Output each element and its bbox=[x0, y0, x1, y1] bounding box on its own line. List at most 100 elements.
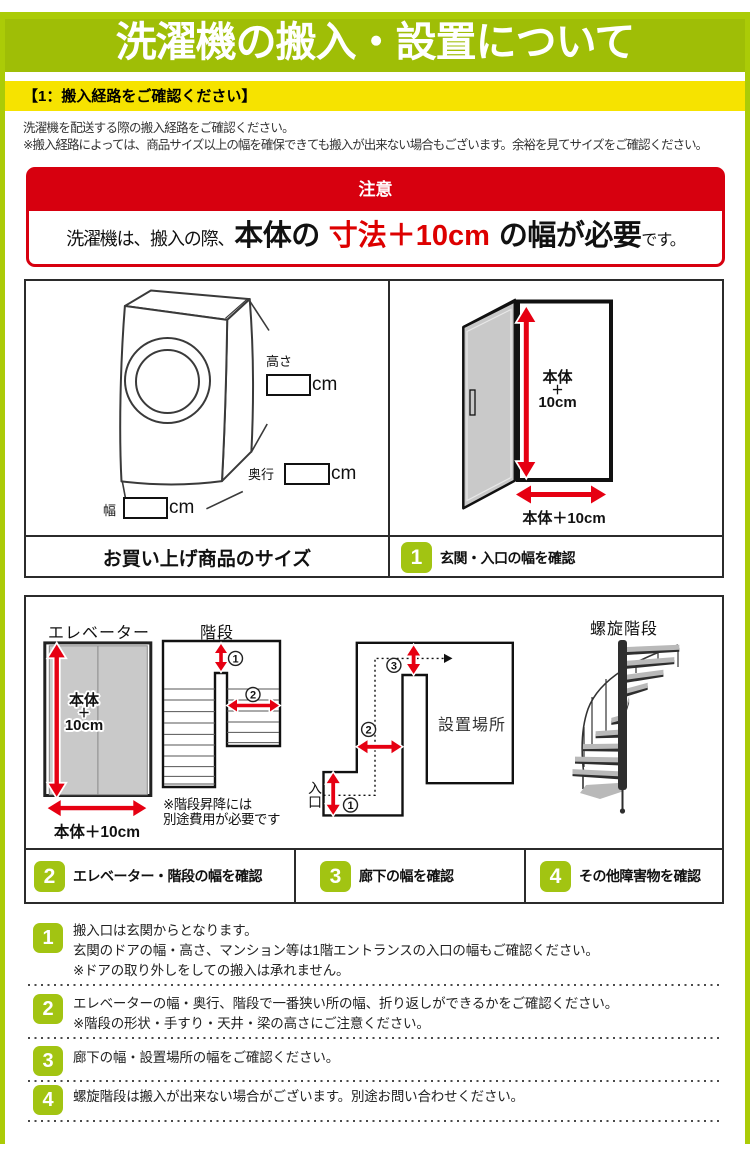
step-2-badge: 2 bbox=[34, 860, 65, 892]
table2-caption-divider bbox=[26, 848, 722, 850]
elevator-title: エレベーター bbox=[47, 625, 150, 642]
header-band-inner bbox=[5, 19, 745, 72]
stairs-note-line1: ※階段昇降には bbox=[163, 797, 252, 812]
notice-title: 注意 bbox=[358, 180, 393, 199]
table1-caption-divider bbox=[26, 535, 722, 537]
corridor-marker-1: 1 bbox=[342, 797, 359, 813]
entrance-width-arrow bbox=[512, 482, 610, 507]
stairs-marker-1-number: 1 bbox=[232, 653, 238, 665]
notice-highlight: 寸法＋10cm bbox=[328, 220, 490, 252]
width-unit: cm bbox=[169, 497, 195, 518]
notice-body: 洗濯機は、搬入の際、 本体の 寸法＋10cm の幅が必要 です。 bbox=[29, 212, 722, 264]
size-caption: お買い上げ商品のサイズ bbox=[102, 549, 312, 570]
note-4-text: 螺旋階段は搬入が出来ない場合がございます。別途お問い合わせください。 bbox=[73, 1087, 723, 1107]
note-2-badge: 2 bbox=[33, 994, 63, 1024]
note-4-line-1: 螺旋階段は搬入が出来ない場合がございます。別途お問い合わせください。 bbox=[73, 1088, 524, 1104]
notice-strong-1: 本体の bbox=[234, 220, 320, 252]
notes-separator-3 bbox=[28, 1080, 722, 1082]
note-1-line-3: ※ドアの取り外しをしての搬入は承れません。 bbox=[73, 962, 350, 978]
stairs-note: ※階段昇降には 別途費用が必要です bbox=[163, 797, 281, 827]
notes-separator-1 bbox=[28, 984, 722, 986]
spiral-stairs-drawing bbox=[572, 640, 680, 814]
corridor-entrance-line1: 入 bbox=[308, 780, 322, 796]
entrance-door-drawing bbox=[462, 298, 613, 510]
elevator-arrow-label-vertical: 本体 ＋ 10cm bbox=[44, 692, 124, 734]
corridor-caption-cell: 3 廊下の幅を確認 bbox=[296, 850, 524, 902]
note-3-badge: 3 bbox=[33, 1046, 63, 1076]
washing-machine-drawing bbox=[119, 289, 270, 510]
elevator-stairs-caption: エレベーター・階段の幅を確認 bbox=[73, 868, 263, 884]
intro-line-1: 洗濯機を配送する際の搬入経路をご確認ください。 bbox=[23, 121, 295, 135]
elevator-drawing bbox=[43, 641, 153, 820]
obstacles-caption-cell: 4 その他障害物を確認 bbox=[526, 850, 722, 902]
stairs-marker-2-number: 2 bbox=[250, 690, 256, 702]
corridor-caption: 廊下の幅を確認 bbox=[359, 868, 454, 884]
corridor-marker-2-number: 2 bbox=[366, 724, 372, 736]
right-edge-strip bbox=[745, 12, 750, 1144]
entrance-arrow-label-line2: ＋ bbox=[551, 382, 564, 397]
notice-prefix: 洗濯機は、搬入の際、 bbox=[66, 229, 235, 249]
elevator-arrow-label-line3: 10cm bbox=[64, 716, 104, 734]
stairs-title: 階段 bbox=[199, 625, 234, 642]
notes-separator-4 bbox=[28, 1120, 722, 1122]
table1-vertical-divider bbox=[388, 281, 390, 576]
notice-box: 注意 洗濯機は、搬入の際、 本体の 寸法＋10cm の幅が必要 です。 bbox=[26, 167, 725, 267]
route-path-arrowhead bbox=[444, 653, 453, 663]
size-caption-cell: お買い上げ商品のサイズ bbox=[26, 537, 388, 578]
corridor-entrance-line2: 口 bbox=[308, 794, 322, 810]
notice-strong-2: の幅が必要 bbox=[498, 220, 642, 252]
note-2-line-1: エレベーターの幅・奥行、階段で一番狭い所の幅、折り返しができるかをご確認ください… bbox=[73, 995, 619, 1011]
step-4-badge: 4 bbox=[540, 860, 571, 892]
step-3-badge: 3 bbox=[320, 860, 351, 892]
depth-value-box bbox=[284, 463, 330, 485]
note-1-line-2: 玄関のドアの幅・高さ、マンション等は1階エントランスの入口の幅もご確認ください。 bbox=[73, 942, 599, 958]
notes-separator-2 bbox=[28, 1037, 722, 1039]
note-2-line-2: ※階段の形状・手すり・天井・梁の高さにご注意ください。 bbox=[73, 1015, 430, 1031]
elevator-stairs-caption-cell: 2 エレベーター・階段の幅を確認 bbox=[26, 850, 294, 902]
height-value-box bbox=[266, 374, 311, 396]
washer-size-figure: 高さ cm 奥行 cm 幅 cm bbox=[26, 281, 388, 535]
stairs-marker-1: 1 bbox=[227, 650, 244, 667]
note-3-text: 廊下の幅・設置場所の幅をご確認ください。 bbox=[73, 1048, 723, 1068]
stairs-note-line2: 別途費用が必要です bbox=[163, 812, 281, 827]
entrance-arrow-label-line3: 10cm bbox=[538, 393, 577, 411]
stairs-arrow-2 bbox=[225, 696, 282, 715]
note-1-line-1: 搬入口は玄関からとなります。 bbox=[73, 922, 258, 938]
elevator-arrow-label-horizontal: 本体＋10cm bbox=[53, 824, 141, 841]
entrance-caption: 玄関・入口の幅を確認 bbox=[440, 549, 576, 566]
stairs-arrow-1 bbox=[212, 641, 230, 674]
entrance-arrow-label-vertical: 本体 ＋ 10cm bbox=[530, 370, 585, 411]
height-unit: cm bbox=[312, 374, 338, 395]
section-heading-label: 【1：搬入経路をご確認ください】 bbox=[23, 88, 257, 105]
elevator-arrow-label-line1: 本体 bbox=[68, 692, 99, 709]
note-3-line-1: 廊下の幅・設置場所の幅をご確認ください。 bbox=[73, 1049, 339, 1065]
height-label: 高さ bbox=[266, 354, 293, 369]
width-label: 幅 bbox=[103, 503, 117, 518]
size-and-entrance-table: 高さ cm 奥行 cm 幅 cm bbox=[24, 279, 724, 578]
depth-unit: cm bbox=[331, 463, 357, 484]
elevator-width-arrow bbox=[44, 796, 150, 820]
page-title: 洗濯機の搬入・設置について bbox=[115, 19, 636, 65]
intro-line-2: ※搬入経路によっては、商品サイズ以上の幅を確保できても搬入が出来ない場合もござい… bbox=[23, 138, 708, 152]
corridor-arrow-2 bbox=[354, 737, 405, 757]
spiral-title: 螺旋階段 bbox=[589, 621, 658, 638]
entrance-height-arrow bbox=[514, 303, 539, 481]
entrance-caption-cell: 1 玄関・入口の幅を確認 bbox=[390, 537, 722, 578]
table2-vertical-divider-2 bbox=[524, 848, 526, 902]
corridor-marker-2: 2 bbox=[360, 721, 377, 738]
corridor-arrow-1 bbox=[323, 770, 343, 818]
step-1-badge: 1 bbox=[401, 542, 432, 573]
corridor-room-label: 設置場所 bbox=[437, 717, 506, 734]
corridor-marker-3: 3 bbox=[386, 657, 402, 673]
note-1-text: 搬入口は玄関からとなります。 玄関のドアの幅・高さ、マンション等は1階エントラン… bbox=[73, 921, 723, 981]
depth-label: 奥行 bbox=[248, 467, 275, 482]
corridor-marker-1-number: 1 bbox=[347, 800, 353, 812]
width-value-box bbox=[123, 497, 168, 519]
note-4-badge: 4 bbox=[33, 1085, 63, 1115]
route-check-table: エレベーター 本体 ＋ 10cm 本体＋10cm 階段 bbox=[24, 595, 724, 904]
notice-suffix: です。 bbox=[641, 232, 685, 249]
note-1-badge: 1 bbox=[33, 923, 63, 953]
notice-header: 注意 bbox=[28, 169, 723, 211]
elevator-height-arrow bbox=[45, 641, 68, 800]
